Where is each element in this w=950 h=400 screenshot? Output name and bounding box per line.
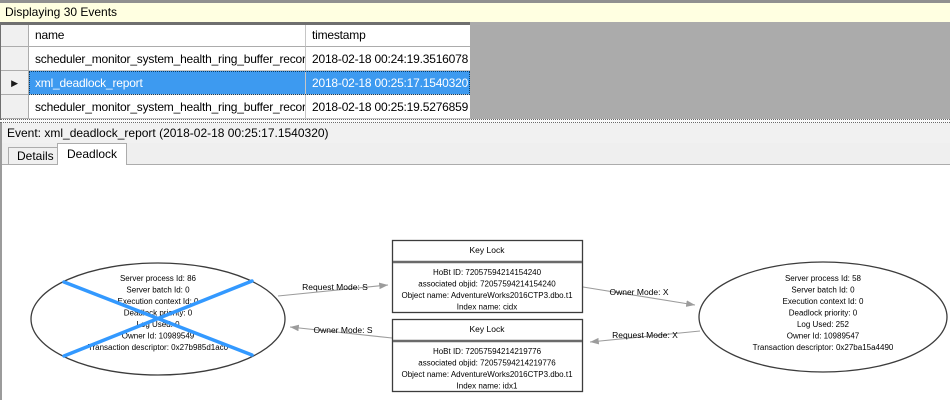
resource-line: associated objid: 72057594214219776: [418, 359, 556, 368]
tab-details[interactable]: Details: [8, 147, 63, 164]
resource-line: HoBt ID: 72057594214154240: [433, 268, 542, 277]
edge-label: Owner Mode: X: [609, 287, 668, 297]
victim-x-icon: [62, 279, 254, 358]
row-selector-arrow-icon: ▶: [11, 78, 18, 88]
row-selector-cell[interactable]: [1, 47, 29, 71]
process-line: Execution context Id: 0: [118, 297, 199, 306]
table-row[interactable]: scheduler_monitor_system_health_ring_buf…: [1, 95, 470, 119]
horizontal-splitter[interactable]: [0, 119, 950, 123]
resource-line: HoBt ID: 72057594214219776: [433, 347, 542, 356]
deadlock-graph: Server process Id: 86 Server batch Id: 0…: [30, 239, 948, 393]
edge-owner-s: [289, 324, 393, 339]
row-selector-cell[interactable]: ▶: [1, 71, 29, 95]
process-line: Server batch Id: 0: [126, 286, 190, 295]
edge-label: Request Mode: X: [612, 330, 678, 340]
process-line: Transaction descriptor: 0x27b985d1ac0: [88, 343, 229, 352]
resource-line: Index name: idx1: [457, 382, 518, 391]
process-line: Owner Id: 10989549: [122, 332, 195, 341]
process-line: Owner Id: 10989547: [787, 332, 860, 341]
process-line: Server process Id: 58: [785, 274, 862, 283]
resource-node-key-lock[interactable]: Key Lock HoBt ID: 72057594214219776 asso…: [391, 318, 584, 393]
events-count-label: Displaying 30 Events: [5, 5, 118, 19]
process-node[interactable]: Server process Id: 58 Server batch Id: 0…: [698, 261, 948, 373]
process-line: Transaction descriptor: 0x27ba15a4490: [753, 343, 894, 352]
event-name-cell[interactable]: scheduler_monitor_system_health_ring_buf…: [29, 95, 306, 119]
resource-line: Index name: cidx: [457, 303, 517, 312]
table-row-selected[interactable]: ▶ xml_deadlock_report 2018-02-18 00:25:1…: [1, 71, 470, 95]
event-name-cell[interactable]: xml_deadlock_report: [29, 71, 306, 95]
resource-title: Key Lock: [470, 324, 506, 334]
edge-label: Request Mode: S: [302, 282, 368, 292]
row-selector-cell[interactable]: [1, 95, 29, 119]
events-table-header: name timestamp: [1, 25, 470, 47]
process-line: Deadlock priority: 0: [124, 309, 193, 318]
selected-event-bar: Event: xml_deadlock_report (2018-02-18 0…: [0, 123, 950, 143]
events-count-bar: Displaying 30 Events: [0, 3, 950, 22]
process-node-victim[interactable]: Server process Id: 86 Server batch Id: 0…: [30, 262, 286, 376]
column-header-name[interactable]: name: [29, 25, 306, 47]
edge-owner-x: [582, 286, 696, 307]
event-timestamp-cell[interactable]: 2018-02-18 00:25:19.5276859: [306, 95, 470, 119]
resource-title: Key Lock: [470, 245, 506, 255]
table-row[interactable]: scheduler_monitor_system_health_ring_buf…: [1, 47, 470, 71]
events-grid-region: name timestamp scheduler_monitor_system_…: [0, 22, 950, 119]
top-border-strip: [0, 0, 950, 3]
process-line: Server batch Id: 0: [791, 286, 855, 295]
process-line: Execution context Id: 0: [783, 297, 864, 306]
tab-deadlock[interactable]: Deadlock: [57, 143, 128, 165]
event-timestamp-cell[interactable]: 2018-02-18 00:25:17.1540320: [306, 71, 470, 95]
edge-label: Owner Mode: S: [313, 325, 372, 335]
selected-event-label: Event: xml_deadlock_report (2018-02-18 0…: [7, 126, 329, 140]
edge-request-s: [277, 282, 389, 297]
column-header-timestamp[interactable]: timestamp: [306, 25, 470, 47]
process-line: Log Used: 0: [136, 320, 180, 329]
events-table: name timestamp scheduler_monitor_system_…: [0, 22, 470, 119]
edge-request-x: [589, 330, 701, 345]
process-line: Log Used: 252: [797, 320, 850, 329]
resource-node-key-lock[interactable]: Key Lock HoBt ID: 72057594214154240 asso…: [391, 239, 584, 314]
resource-line: associated objid: 72057594214154240: [418, 280, 556, 289]
resource-line: Object name: AdventureWorks2016CTP3.dbo.…: [401, 291, 573, 300]
process-line: Server process Id: 86: [120, 274, 197, 283]
event-name-cell[interactable]: scheduler_monitor_system_health_ring_buf…: [29, 47, 306, 71]
event-detail-tabs: Details Deadlock: [0, 143, 950, 400]
event-timestamp-cell[interactable]: 2018-02-18 00:24:19.3516078: [306, 47, 470, 71]
row-selector-header-cell[interactable]: [1, 25, 29, 47]
process-line: Deadlock priority: 0: [789, 309, 858, 318]
deadlock-graph-panel: Server process Id: 86 Server batch Id: 0…: [2, 164, 950, 400]
resource-line: Object name: AdventureWorks2016CTP3.dbo.…: [401, 370, 573, 379]
